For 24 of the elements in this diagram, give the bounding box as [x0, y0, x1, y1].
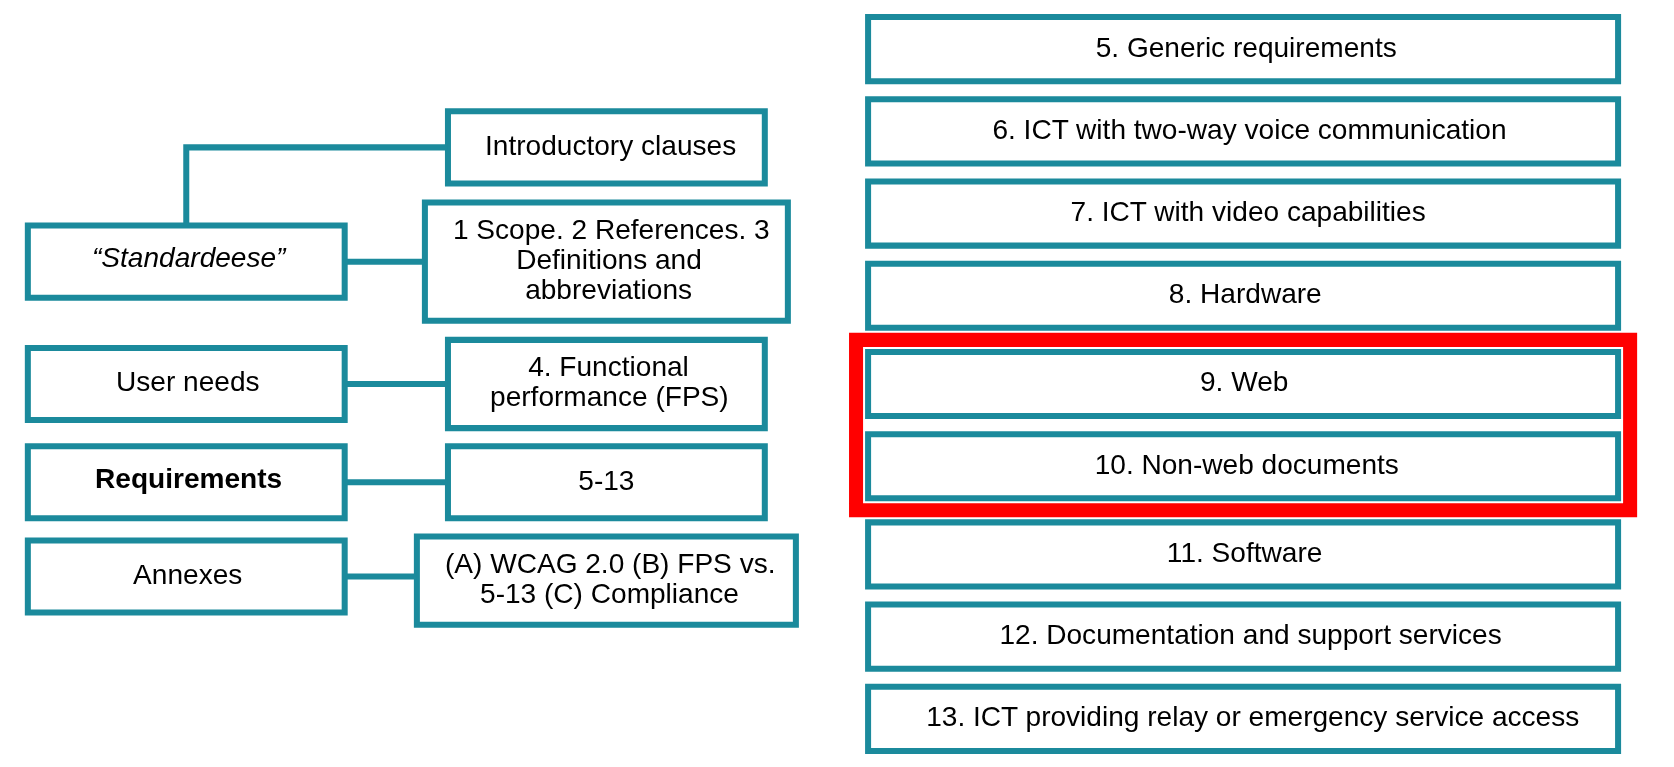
node-box: 6. ICT with two-way voice communication [865, 95, 1622, 166]
node-box: 13. ICT providing relay or emergency service access [865, 683, 1622, 754]
node-box: User needs [24, 344, 348, 423]
node-box: 5-13 [444, 442, 768, 521]
node-box: Requirements [24, 442, 348, 521]
node-box: (A) WCAG 2.0 (B) FPS vs. 5-13 (C) Compliance [413, 532, 799, 628]
node-box: 1 Scope. 2 References. 3 Definitions and abbreviations [421, 199, 791, 324]
node-box: “Standardeese” [24, 222, 348, 301]
node-box: 7. ICT with video capabilities [865, 177, 1622, 249]
node-box: 8. Hardware [865, 260, 1622, 331]
node-box: 12. Documentation and support services [865, 601, 1622, 672]
connector [183, 143, 448, 225]
node-box: 11. Software [865, 518, 1622, 590]
connector [345, 380, 448, 387]
node-box: 5. Generic requirements [865, 13, 1622, 84]
node-box: Introductory clauses [444, 107, 768, 186]
node-box: 9. Web [865, 348, 1622, 419]
connector [345, 258, 425, 265]
node-box: Annexes [24, 536, 348, 616]
node-box: 4. Functional performance (FPS) [444, 336, 768, 431]
connector [345, 573, 417, 579]
connector [345, 478, 448, 485]
cluster [849, 332, 1638, 517]
node-box: 10. Non-web documents [865, 430, 1622, 501]
